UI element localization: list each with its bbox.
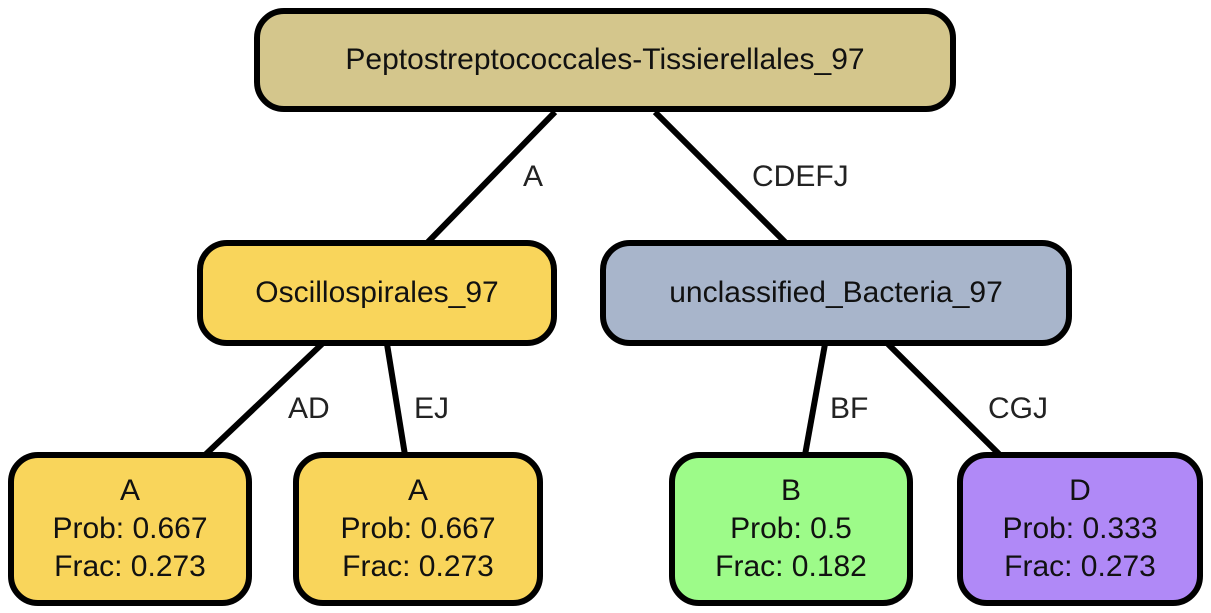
leaf-node-a1-label: A bbox=[119, 474, 140, 507]
leaf-node-a2-frac: Frac: 0.273 bbox=[342, 550, 494, 583]
leaf-node-a2-prob: Prob: 0.667 bbox=[340, 512, 496, 545]
leaf-node-d: D Prob: 0.333 Frac: 0.273 bbox=[957, 452, 1203, 606]
edge-label-root-oscillo: A bbox=[523, 160, 544, 193]
oscillospirales-node: Oscillospirales_97 bbox=[197, 240, 557, 346]
edge-label-unclassified-leaf4: CGJ bbox=[988, 392, 1048, 425]
root-node: Peptostreptococcales-Tissierellales_97 bbox=[254, 8, 956, 112]
edge-oscillo-leaf1 bbox=[202, 341, 325, 458]
leaf-node-d-label: D bbox=[1069, 474, 1091, 507]
unclassified-bacteria-node-label: unclassified_Bacteria_97 bbox=[669, 276, 1003, 309]
edge-label-unclassified-leaf3: BF bbox=[830, 392, 869, 425]
leaf-node-b-frac: Frac: 0.182 bbox=[715, 550, 867, 583]
edge-unclassified-leaf4 bbox=[885, 341, 1003, 458]
oscillospirales-node-label: Oscillospirales_97 bbox=[255, 276, 499, 309]
leaf-node-d-prob: Prob: 0.333 bbox=[1002, 512, 1158, 545]
leaf-node-a1-prob: Prob: 0.667 bbox=[52, 512, 208, 545]
edge-oscillo-leaf2 bbox=[384, 343, 408, 456]
edge-root-unclassified bbox=[652, 109, 788, 245]
unclassified-bacteria-node: unclassified_Bacteria_97 bbox=[600, 240, 1072, 346]
leaf-node-a1: A Prob: 0.667 Frac: 0.273 bbox=[8, 452, 252, 606]
edge-label-root-unclassified: CDEFJ bbox=[752, 160, 849, 193]
edge-label-oscillo-leaf1: AD bbox=[288, 392, 330, 425]
leaf-node-d-frac: Frac: 0.273 bbox=[1004, 550, 1156, 583]
edge-root-oscillo bbox=[425, 109, 558, 245]
edge-unclassified-leaf3 bbox=[802, 343, 828, 456]
leaf-node-b-prob: Prob: 0.5 bbox=[730, 512, 852, 545]
leaf-node-b-label: B bbox=[780, 474, 801, 507]
edge-label-oscillo-leaf2: EJ bbox=[414, 392, 450, 425]
leaf-node-a2: A Prob: 0.667 Frac: 0.273 bbox=[293, 452, 543, 606]
leaf-node-a1-frac: Frac: 0.273 bbox=[54, 550, 206, 583]
leaf-node-a2-label: A bbox=[407, 474, 428, 507]
leaf-node-b: B Prob: 0.5 Frac: 0.182 bbox=[669, 452, 913, 606]
root-node-label: Peptostreptococcales-Tissierellales_97 bbox=[345, 43, 865, 76]
